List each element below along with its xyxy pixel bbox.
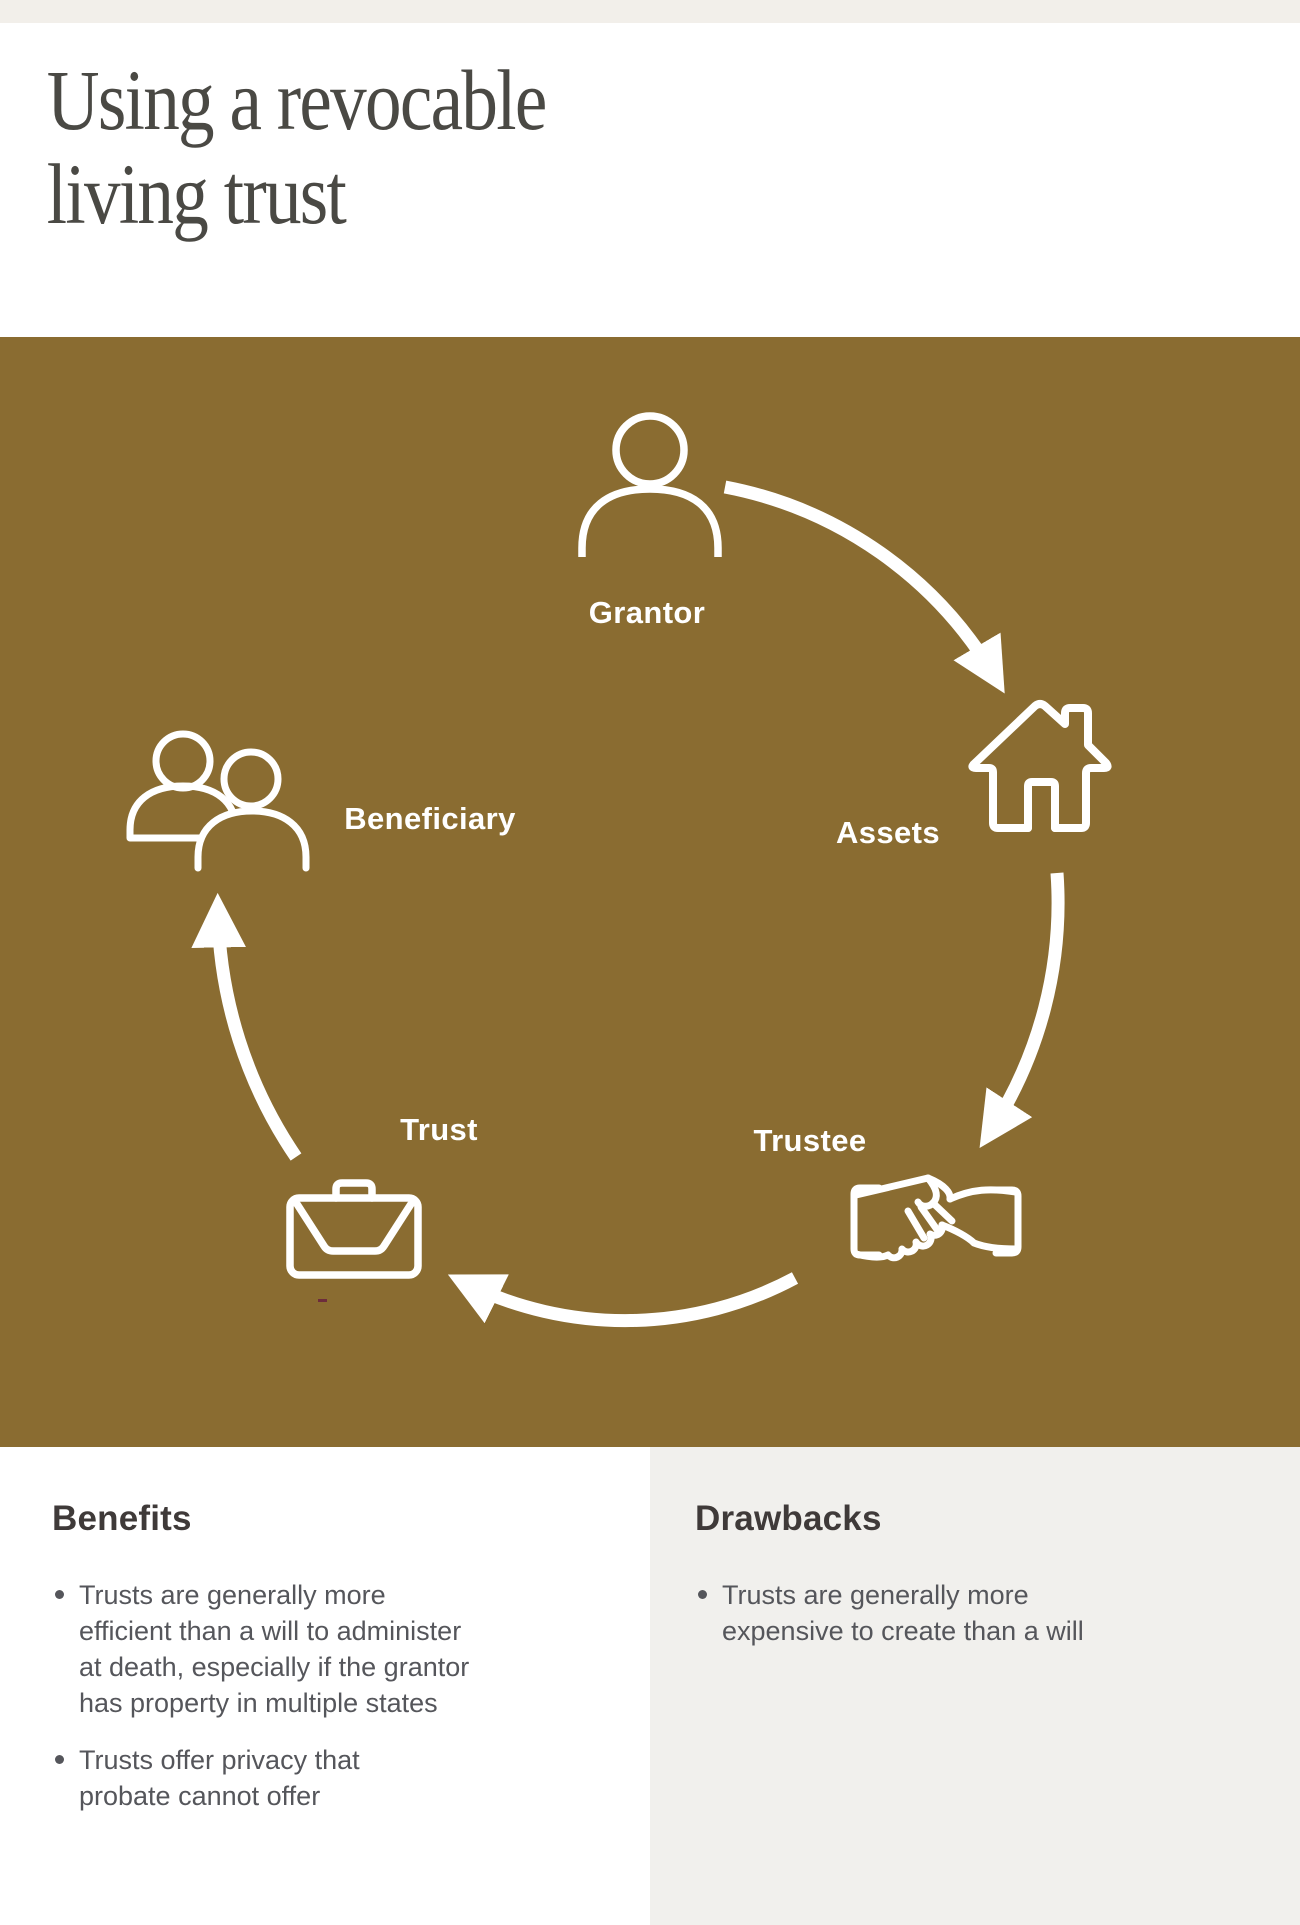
arrow-grantor-to-assets [723,480,1005,694]
benefits-heading: Benefits [52,1499,192,1538]
diagram-canvas [126,412,1112,1328]
trust-flow-diagram: Grantor Assets Trustee Trust Beneficiary [0,337,1300,1447]
arrow-assets-to-trustee [979,872,1065,1149]
node-label-grantor: Grantor [588,595,706,630]
briefcase-icon [286,1179,422,1279]
house-icon [968,700,1112,832]
top-accent-bar [0,0,1300,23]
page-title: Using a revocable living trust [46,52,548,242]
node-label-trustee: Trustee [753,1123,867,1158]
people-icon [126,730,310,872]
node-label-trust: Trust [400,1112,478,1147]
node-label-assets: Assets [835,815,941,850]
benefits-item: Trusts offer privacy that probate cannot… [52,1742,610,1814]
arrow-trustee-to-trust [447,1272,799,1328]
benefits-drawbacks-section: Benefits Trusts are generally more effic… [0,1447,1300,1925]
title-section: Using a revocable living trust [0,23,1300,337]
drawbacks-heading: Drawbacks [695,1499,882,1538]
benefits-panel: Benefits Trusts are generally more effic… [0,1447,650,1925]
node-label-beneficiary: Beneficiary [344,801,516,836]
handshake-icon [850,1174,1022,1262]
benefits-list: Trusts are generally more efficient than… [52,1577,610,1814]
stray-dash-mark [318,1299,327,1302]
drawbacks-list: Trusts are generally more expensive to c… [695,1577,1260,1649]
arrow-trust-to-beneficiary [191,892,302,1161]
drawbacks-panel: Drawbacks Trusts are generally more expe… [650,1447,1300,1925]
drawbacks-item: Trusts are generally more expensive to c… [695,1577,1260,1649]
person-icon [578,412,722,557]
benefits-item: Trusts are generally more efficient than… [52,1577,610,1721]
